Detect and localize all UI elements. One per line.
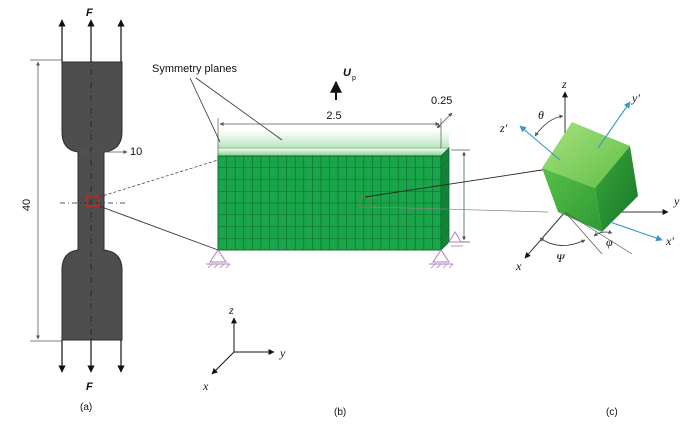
global-axis-y-label: y	[279, 346, 286, 360]
global-axis-x	[211, 351, 235, 375]
mesh-grid-side	[440, 206, 450, 215]
local-axis-x-prime-label: x′	[665, 234, 674, 248]
angle-theta-arc	[534, 114, 564, 137]
cube-top-face	[542, 122, 630, 188]
dim-mesh-length-label: 2.5	[326, 110, 341, 122]
caption-b: (b)	[334, 407, 346, 418]
mesh-grid-side	[440, 194, 450, 204]
symmetry-planes-label: Symmetry planes	[152, 63, 237, 75]
cube-axis-x-label: x	[515, 259, 522, 273]
mesh-top-face	[217, 147, 450, 157]
cube-right-face	[595, 146, 638, 232]
support-right-side	[448, 231, 463, 247]
mesh-grid-side	[440, 159, 450, 168]
mesh-grid-side	[440, 218, 450, 227]
force-label-top: F	[86, 7, 93, 19]
dim-thickness-label: 0.25	[431, 95, 452, 107]
mesh-grid	[218, 156, 450, 250]
projection-line-b	[564, 211, 603, 255]
cube-axis-y-label: y	[673, 194, 680, 208]
dim-thickness-line	[436, 112, 453, 129]
zoom-line-upper	[98, 159, 219, 198]
cube-axis-z-label: z	[561, 77, 567, 91]
specimen-region-marker	[86, 195, 100, 207]
angle-phi-arc	[593, 230, 613, 237]
angle-psi-label: Ψ	[556, 251, 566, 265]
local-axis-z-prime-label: z′	[499, 121, 508, 135]
angle-theta-label: θ	[538, 108, 544, 122]
force-label-bottom: F	[86, 381, 93, 393]
dim-width-label: 10	[130, 146, 142, 158]
support-right	[429, 249, 454, 269]
zoom-line-cube-lower	[369, 206, 549, 213]
angle-phi-label: φ	[606, 235, 613, 249]
local-axis-y-prime	[597, 101, 631, 149]
dim-length-label: 40	[21, 199, 33, 211]
symmetry-leader-2	[195, 77, 283, 141]
dogbone-specimen	[61, 61, 123, 341]
mesh-top-highlight	[218, 130, 449, 148]
panel-b: 2.5 0.25 Symmetry planes U p	[152, 63, 470, 418]
global-axis-x-label: x	[202, 379, 209, 393]
displacement-label-sub: p	[352, 75, 356, 82]
global-axis-z-label: z	[228, 303, 234, 317]
cube-left-face	[542, 168, 602, 232]
zoom-line-cube-upper	[364, 167, 556, 198]
panel-a: F F 40 10 (a)	[21, 7, 142, 413]
mesh-grid-side	[440, 171, 450, 180]
displacement-label: U	[343, 67, 352, 79]
local-axis-y-prime-label: y′	[631, 91, 640, 105]
local-axis-z-prime	[519, 125, 561, 161]
mesh-grid-side	[440, 230, 450, 239]
angle-psi-arc	[539, 237, 586, 246]
support-left	[206, 249, 231, 269]
zoom-line-lower	[98, 205, 219, 251]
caption-a: (a)	[80, 402, 92, 413]
local-axis-x-prime	[609, 221, 663, 242]
cube-axis-x	[524, 211, 566, 259]
caption-c: (c)	[606, 407, 618, 418]
panel-c: z y x z′ y′ x′ θ Ψ φ (c)	[499, 77, 680, 418]
symmetry-leader-1	[189, 77, 221, 143]
